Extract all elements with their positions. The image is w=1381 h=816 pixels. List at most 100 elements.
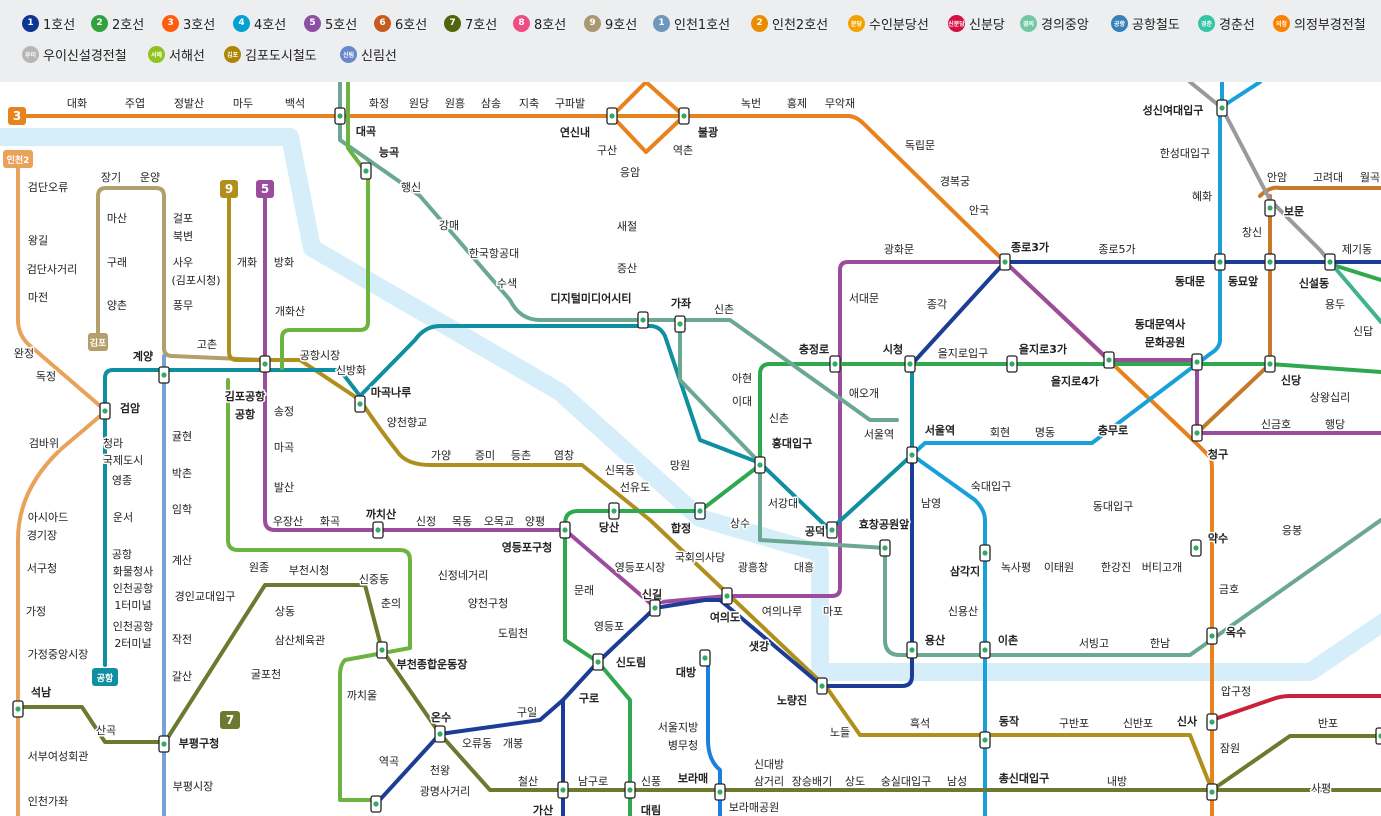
station-label[interactable]: 가정 (24, 604, 47, 620)
station-label[interactable]: 등촌 (509, 448, 532, 464)
station-label[interactable]: 신금호 (1259, 417, 1292, 433)
station-label[interactable]: 서구청 (25, 561, 58, 577)
station-label[interactable]: 신촌 (712, 302, 735, 318)
station-label[interactable]: 아현 (730, 371, 753, 387)
station-label[interactable]: 여의나루 (760, 604, 803, 620)
station-label[interactable]: 무악재 (823, 96, 856, 112)
station-label[interactable]: 방화 (272, 255, 295, 271)
station-label[interactable]: 성신여대입구 (1141, 102, 1205, 119)
station-label[interactable]: 박촌 (170, 466, 193, 482)
station-label[interactable]: 삼송 (479, 96, 502, 112)
station-label[interactable]: 노들 (828, 725, 851, 741)
station-label[interactable]: 주엽 (123, 96, 146, 112)
station-label[interactable]: 영종 (110, 473, 133, 489)
station-label[interactable]: 새절 (615, 219, 638, 235)
station-label[interactable]: 공항시장 (298, 348, 341, 364)
station-label[interactable]: 선유도 (618, 480, 651, 496)
station-label[interactable]: 남영 (919, 496, 942, 512)
station-label[interactable]: 숙대입구 (969, 479, 1012, 495)
station-label[interactable]: 정발산 (172, 96, 205, 112)
station-label[interactable]: 영등포 (592, 619, 625, 635)
station-label[interactable]: 신방화 (334, 363, 367, 379)
station-label[interactable]: 경인교대입구 (173, 589, 237, 605)
station-label[interactable]: 녹사평 (999, 560, 1032, 576)
station-label[interactable]: 굴포천 (249, 666, 282, 683)
station-label[interactable]: 마전 (26, 290, 49, 306)
station-label[interactable]: 시청 (881, 341, 904, 358)
station-label[interactable]: 작전 (170, 632, 193, 648)
station-label[interactable]: 역촌 (671, 143, 694, 159)
station-label[interactable]: 증산 (615, 261, 638, 277)
station-label[interactable]: 강매 (437, 218, 460, 234)
station-label[interactable]: 계양 (131, 348, 154, 365)
station-label[interactable]: 흑석 (908, 715, 931, 732)
station-label[interactable]: 을지로3가 (1017, 341, 1068, 358)
station-label[interactable]: 구파발 (553, 96, 586, 112)
station-label[interactable]: 응봉 (1280, 523, 1303, 539)
station-label[interactable]: 보라매공원 (727, 800, 781, 816)
station-label[interactable]: 청라 (101, 436, 124, 452)
station-label[interactable]: 우장산 (271, 514, 304, 530)
station-label[interactable]: 마산 (105, 211, 128, 227)
station-label[interactable]: 금호 (1217, 582, 1240, 598)
station-label[interactable]: 을지로4가 (1049, 373, 1100, 390)
station-label[interactable]: 총신대입구 (997, 770, 1051, 787)
station-label[interactable]: 샛강 (747, 638, 770, 655)
station-label[interactable]: 임학 (170, 502, 193, 518)
station-label[interactable]: 개봉 (501, 736, 524, 752)
station-label[interactable]: 신당 (1279, 372, 1302, 389)
station-label[interactable]: 염창 (552, 448, 575, 464)
station-label[interactable]: 서울역 (923, 422, 956, 439)
station-label[interactable]: 동대문역사 (1133, 316, 1187, 333)
station-label[interactable]: 광흥창 (736, 559, 769, 576)
station-label[interactable]: 한남 (1148, 636, 1171, 652)
station-label[interactable]: 서빙고 (1077, 636, 1110, 652)
station-label[interactable]: 북변 (171, 229, 194, 245)
station-label[interactable]: 갈산 (170, 668, 193, 685)
station-label[interactable]: 문래 (572, 583, 595, 599)
station-label[interactable]: 증미 (473, 448, 496, 464)
station-label[interactable]: 구반포 (1057, 716, 1090, 732)
station-label[interactable]: 도림천 (496, 625, 529, 642)
station-label[interactable]: 숭실대입구 (879, 774, 933, 790)
station-label[interactable]: 문화공원 (1143, 334, 1186, 351)
station-label[interactable]: 용산 (923, 632, 946, 649)
station-label[interactable]: 인천공항 (111, 618, 154, 635)
station-label[interactable]: 검암 (118, 401, 141, 417)
station-label[interactable]: 원당 (407, 96, 430, 112)
station-label[interactable]: 고촌 (195, 337, 218, 353)
station-label[interactable]: 양평 (523, 514, 546, 530)
station-label[interactable]: 산곡 (94, 723, 117, 739)
station-label[interactable]: 가정중앙시장 (26, 647, 90, 663)
station-label[interactable]: 상왕십리 (1308, 390, 1351, 406)
station-label[interactable]: 회현 (988, 425, 1011, 441)
station-label[interactable]: 한국항공대 (467, 246, 521, 262)
station-label[interactable]: 인천공항 (111, 580, 154, 597)
station-label[interactable]: 경기장 (25, 528, 58, 544)
station-label[interactable]: 상동 (273, 604, 296, 620)
station-label[interactable]: 한성대입구 (1158, 146, 1212, 162)
station-label[interactable]: 신정네거리 (436, 568, 490, 584)
station-label[interactable]: 부평구청 (177, 735, 220, 752)
station-label[interactable]: 불광 (696, 125, 719, 141)
station-label[interactable]: 혜화 (1190, 189, 1213, 205)
station-label[interactable]: 반포 (1316, 716, 1339, 732)
station-label[interactable]: 신설동 (1297, 275, 1330, 292)
station-label[interactable]: 장승배기 (790, 774, 833, 790)
station-label[interactable]: 경복궁 (938, 174, 971, 190)
station-label[interactable]: 완정 (12, 346, 35, 362)
station-label[interactable]: 원흥 (443, 95, 466, 112)
station-label[interactable]: 병무청 (666, 738, 699, 754)
station-label[interactable]: 월곡 (1358, 170, 1381, 186)
station-label[interactable]: 고려대 (1311, 170, 1344, 186)
